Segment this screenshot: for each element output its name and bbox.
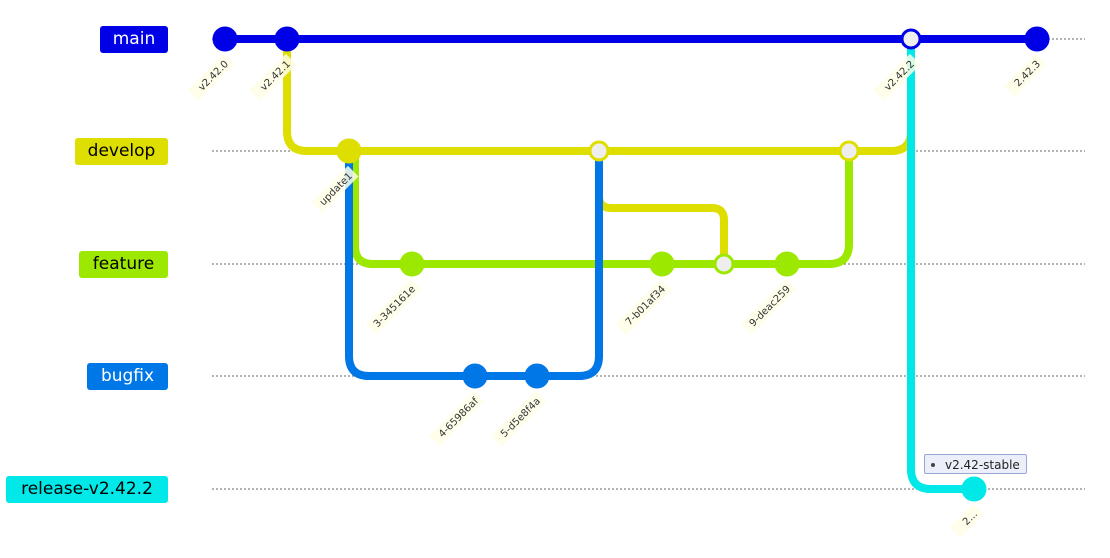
commit-label-background bbox=[428, 390, 485, 447]
branch-label-feature: feature bbox=[79, 251, 168, 278]
commit-label-background bbox=[740, 278, 797, 335]
tag-hole-icon bbox=[931, 463, 935, 467]
commit-label-group: 7-b01af34 bbox=[615, 278, 672, 335]
commit-label-background bbox=[311, 165, 359, 213]
commit-label-group: 2... bbox=[949, 503, 984, 538]
bugfix-branch-from-develop bbox=[345, 147, 479, 380]
branch-label-develop: develop bbox=[75, 138, 168, 165]
commit-node bbox=[588, 140, 610, 162]
commit-label: v2.42.0 bbox=[197, 59, 231, 93]
release-branch-from-main bbox=[907, 35, 978, 493]
commit-node bbox=[961, 476, 987, 502]
commit-label-group: 4-65986af bbox=[428, 390, 485, 447]
branch-label-bugfix: bugfix bbox=[87, 363, 168, 390]
commit-node bbox=[774, 251, 800, 277]
commit-label-background bbox=[249, 53, 297, 101]
bugfix-merge-into-develop bbox=[533, 147, 603, 380]
commit-label-background bbox=[949, 503, 984, 538]
commit-label: 5-d5e8f4a bbox=[499, 396, 543, 440]
develop-branch-from-main bbox=[283, 35, 353, 155]
commit-node bbox=[838, 140, 860, 162]
commit-node bbox=[713, 253, 735, 275]
feature-merge-into-develop bbox=[783, 147, 853, 268]
feature-branch-from-develop bbox=[351, 147, 416, 268]
commit-label-background bbox=[615, 278, 672, 335]
commit-label-group: 2.42.3 bbox=[1003, 53, 1047, 97]
commit-label: 7-b01af34 bbox=[624, 284, 668, 328]
commit-label: 9-deac259 bbox=[748, 284, 793, 329]
branch-label-release-v2.42.2: release-v2.42.2 bbox=[6, 476, 168, 503]
commit-node bbox=[399, 251, 425, 277]
commit-label-background bbox=[1003, 53, 1047, 97]
commit-node bbox=[524, 363, 550, 389]
commit-label: 3-345161e bbox=[372, 284, 418, 330]
commit-node bbox=[462, 363, 488, 389]
branch-paths bbox=[221, 35, 1041, 493]
commit-node bbox=[274, 26, 300, 52]
commit-label-background bbox=[365, 278, 422, 335]
commit-node bbox=[1024, 26, 1050, 52]
commit-label: 4-65986af bbox=[437, 396, 481, 440]
commit-label-group: 5-d5e8f4a bbox=[490, 390, 547, 447]
commit-label-group: 9-deac259 bbox=[740, 278, 797, 335]
branch-label-main: main bbox=[100, 26, 168, 53]
develop-merge-into-feature bbox=[595, 147, 728, 268]
commit-node bbox=[900, 28, 922, 50]
tag-text: v2.42-stable bbox=[945, 458, 1020, 472]
commit-label-group: v2.42.0 bbox=[187, 53, 235, 101]
commit-label-background bbox=[490, 390, 547, 447]
commit-nodes bbox=[212, 26, 1050, 502]
commit-node bbox=[336, 138, 362, 164]
commit-label-background bbox=[873, 53, 921, 101]
commit-node bbox=[649, 251, 675, 277]
commit-label-group: 3-345161e bbox=[365, 278, 422, 335]
tag-label: v2.42-stable bbox=[924, 454, 1027, 474]
commit-label-background bbox=[187, 53, 235, 101]
commit-node bbox=[212, 26, 238, 52]
